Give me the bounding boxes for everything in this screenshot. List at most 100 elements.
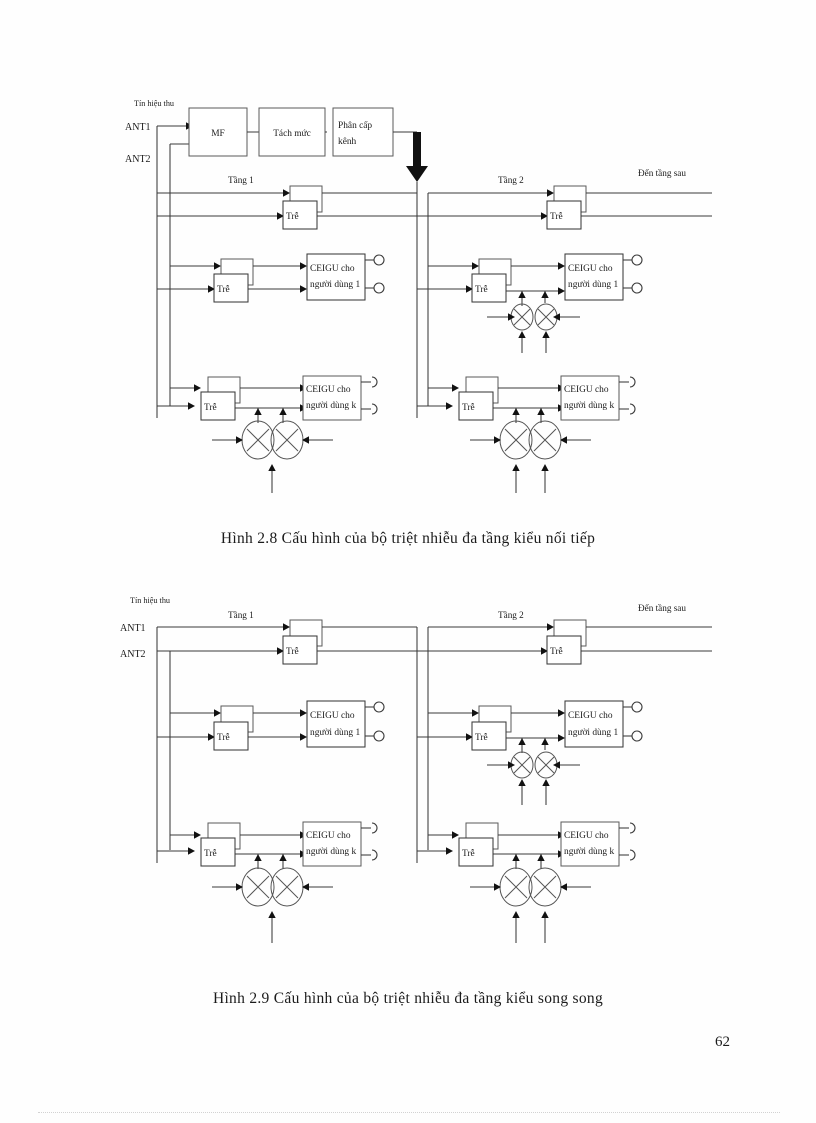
- delay-block-stage1: [282, 200, 318, 230]
- arrowhead: [188, 402, 195, 410]
- arrowhead: [558, 262, 565, 270]
- output-terminal-icon: [371, 849, 378, 861]
- arrowhead: [277, 212, 284, 220]
- arrowhead: [558, 709, 565, 717]
- ceigu-user-1-stage2-line1: CEIGU cho: [568, 264, 613, 274]
- arrowhead: [541, 464, 549, 471]
- ceigu-user-1-stage2: [564, 700, 624, 748]
- arrowhead: [254, 408, 262, 415]
- ceigu-user-k-stage1: [302, 375, 362, 421]
- output-terminal-icon: [373, 282, 385, 294]
- delay-block-u1s1-label: Trễ: [217, 284, 230, 295]
- arrowhead: [302, 436, 309, 444]
- arrowhead: [236, 883, 243, 891]
- stage-2-label: Tầng 2: [498, 175, 524, 185]
- block-level-detector: [258, 107, 326, 157]
- delay-block-u1s2-label: Trễ: [475, 284, 488, 295]
- arrowhead: [542, 331, 550, 338]
- arrowhead: [279, 408, 287, 415]
- arrowhead: [300, 262, 307, 270]
- block-mf: [188, 107, 248, 157]
- arrowhead: [541, 291, 549, 298]
- output-terminal-icon: [371, 403, 378, 415]
- delay-block-uks1-label: Trễ: [204, 402, 217, 413]
- arrowhead: [452, 384, 459, 392]
- ceigu-user-1-stage1-line1: CEIGU cho: [310, 264, 355, 274]
- figure-2-8-diagram: Tín hiệu thu ANT1 ANT2 MF Tách mức: [125, 99, 712, 493]
- delay-block-u1s2: [471, 273, 507, 303]
- output-terminal-icon: [629, 403, 636, 415]
- arrowhead: [553, 313, 560, 321]
- output-terminal-icon: [629, 849, 636, 861]
- arrowhead: [512, 854, 520, 861]
- arrowhead: [541, 212, 548, 220]
- stage-1-label: Tầng 1: [228, 175, 254, 185]
- arrowhead: [541, 911, 549, 918]
- arrowhead: [472, 709, 479, 717]
- arrowhead: [541, 738, 549, 745]
- figure-2-9-diagram: Tín hiệu thu ANT1 ANT2 Tầng 1 Tầng 2 Đến…: [120, 596, 712, 943]
- antenna-2-label: ANT2: [125, 154, 151, 165]
- ceigu-user-k-stage2-line1: CEIGU cho: [564, 385, 609, 395]
- input-signal-label: Tín hiệu thu: [130, 596, 170, 605]
- arrowhead: [553, 761, 560, 769]
- ceigu-user-1-stage2-line1: CEIGU cho: [568, 711, 613, 721]
- mixer-cross: [246, 428, 270, 452]
- ceigu-user-1-stage1-line2: người dùng 1: [310, 728, 360, 738]
- ceigu-user-1-stage1-line2: người dùng 1: [310, 280, 360, 290]
- input-signal-label: Tín hiệu thu: [134, 99, 174, 108]
- control-arrow-icon: [406, 132, 428, 182]
- arrowhead: [188, 847, 195, 855]
- block-mf-label: MF: [211, 129, 225, 139]
- delay-block-stage2-label: Trễ: [550, 646, 563, 657]
- arrowhead: [194, 384, 201, 392]
- to-next-stage-label: Đến tầng sau: [638, 603, 686, 613]
- mixer-cross: [533, 428, 557, 452]
- arrowhead: [518, 738, 526, 745]
- arrowhead: [300, 285, 307, 293]
- arrowhead: [518, 331, 526, 338]
- antenna-1-label: ANT1: [125, 122, 151, 133]
- output-terminal-icon: [631, 730, 643, 742]
- arrowhead: [446, 847, 453, 855]
- stage-2-label: Tầng 2: [498, 610, 524, 620]
- block-channel-classifier-label-1: Phân cấp: [338, 120, 372, 131]
- arrowhead: [537, 854, 545, 861]
- output-terminal-icon: [373, 254, 385, 266]
- arrowhead: [547, 189, 554, 197]
- delay-block-uks2-label: Trễ: [462, 848, 475, 859]
- delay-block-uks2: [458, 391, 494, 421]
- arrowhead: [300, 709, 307, 717]
- ceigu-user-k-stage1-line1: CEIGU cho: [306, 385, 351, 395]
- delay-block-u1s1: [213, 721, 249, 751]
- mixer-cross: [504, 875, 528, 899]
- ceigu-user-k-stage1-line2: người dùng k: [306, 847, 356, 857]
- arrowhead: [208, 733, 215, 741]
- mixer-cross: [537, 756, 555, 774]
- arrowhead: [494, 436, 501, 444]
- output-terminal-icon: [631, 282, 643, 294]
- footer-divider: [38, 1112, 780, 1114]
- arrowhead: [466, 285, 473, 293]
- ceigu-user-k-stage1-line2: người dùng k: [306, 401, 356, 411]
- delay-block-stage2: [546, 200, 582, 230]
- figure-2-9: Tín hiệu thu ANT1 ANT2 Tầng 1 Tầng 2 Đến…: [0, 585, 816, 970]
- ceigu-user-k-stage1-line1: CEIGU cho: [306, 831, 351, 841]
- delay-block-uks1: [200, 391, 236, 421]
- delay-block-uks1-label: Trễ: [204, 848, 217, 859]
- output-terminal-icon: [373, 730, 385, 742]
- output-terminal-icon: [371, 376, 378, 388]
- delay-block-u1s2: [471, 721, 507, 751]
- arrowhead: [558, 734, 565, 742]
- block-channel-classifier-label-2: kênh: [338, 137, 357, 147]
- ceigu-user-1-stage2-line2: người dùng 1: [568, 280, 618, 290]
- delay-block-u1s1-label: Trễ: [217, 732, 230, 743]
- mixer-cross: [537, 308, 555, 326]
- arrowhead: [283, 189, 290, 197]
- arrowhead: [512, 408, 520, 415]
- arrowhead: [214, 709, 221, 717]
- output-terminal-icon: [629, 822, 636, 834]
- ceigu-user-1-stage2-line2: người dùng 1: [568, 728, 618, 738]
- antenna-2-label: ANT2: [120, 649, 146, 660]
